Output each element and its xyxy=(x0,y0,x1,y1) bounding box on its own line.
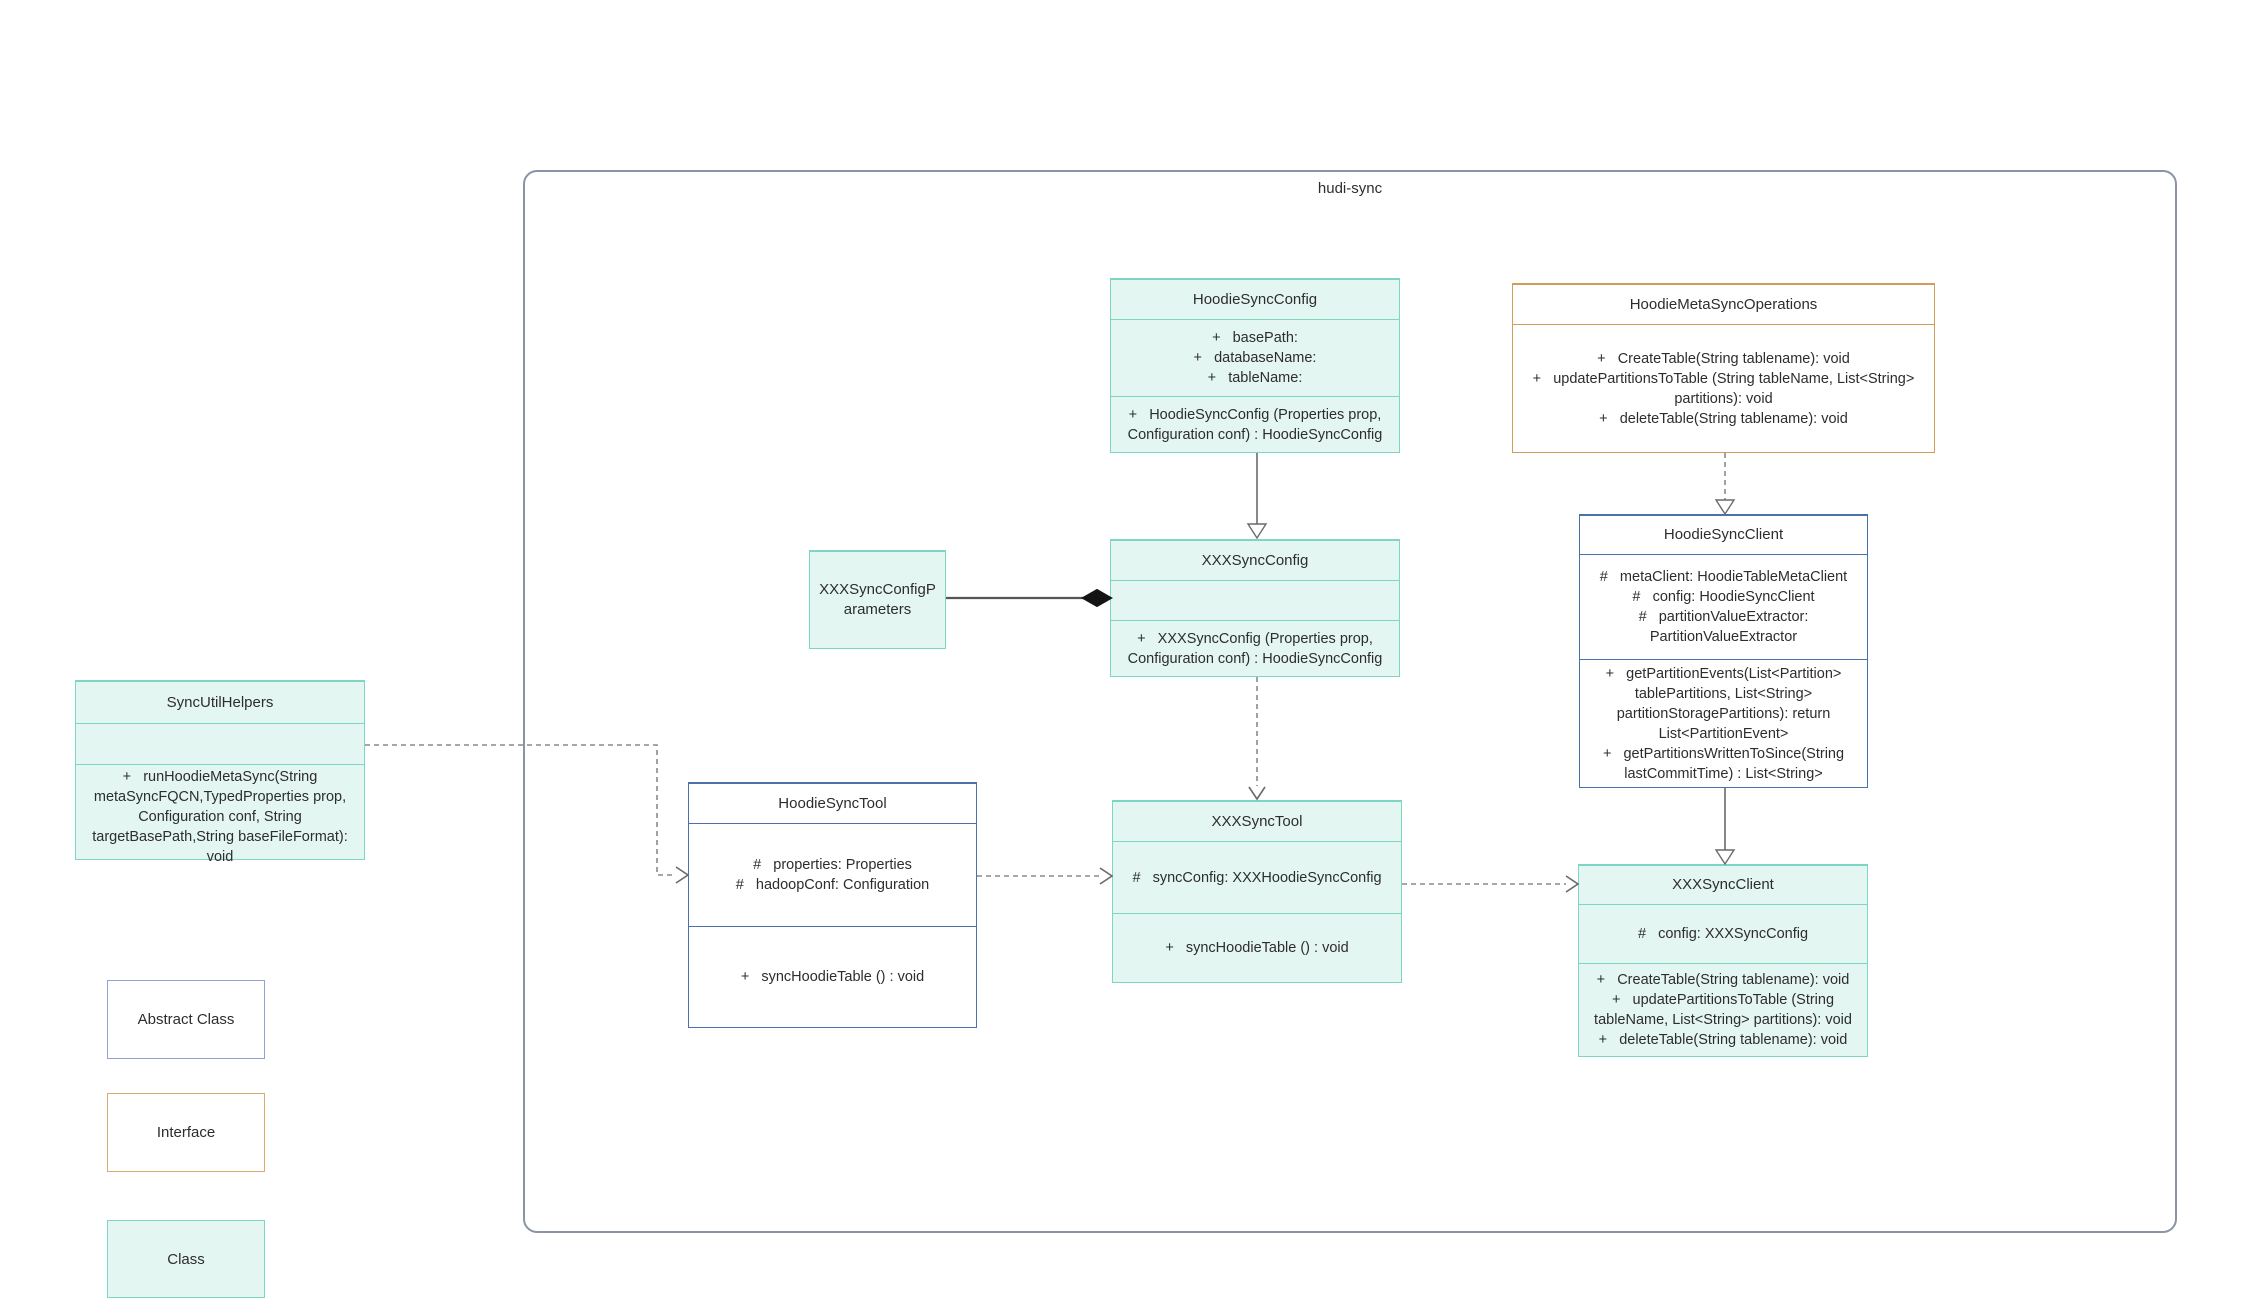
legend-interface[interactable]: Interface xyxy=(107,1093,265,1172)
attributes-section: # metaClient: HoodieTableMetaClient # co… xyxy=(1580,554,1867,659)
method-row: + CreateTable(String tablename): void xyxy=(1596,972,1850,988)
method-row: + updatePartitionsToTable (String tableN… xyxy=(1532,370,1915,407)
methods-section: + XXXSyncConfig (Properties prop, Config… xyxy=(1111,620,1399,676)
attribute-row: # config: HoodieSyncClient xyxy=(1632,589,1815,605)
interface-title: HoodieMetaSyncOperations xyxy=(1513,284,1934,324)
class-title: XXXSyncConfigParameters xyxy=(810,551,945,648)
method-row: + syncHoodieTable () : void xyxy=(740,969,925,985)
methods-section: + syncHoodieTable () : void xyxy=(689,926,976,1027)
methods-section: + HoodieSyncConfig (Properties prop, Con… xyxy=(1111,396,1399,452)
attribute-row: + tableName: xyxy=(1207,370,1303,386)
legend-abstract-class[interactable]: Abstract Class xyxy=(107,980,265,1059)
attribute-row: + basePath: xyxy=(1212,330,1298,346)
method-row: + updatePartitionsToTable (String tableN… xyxy=(1594,992,1852,1028)
package-hudi-sync: hudi-sync xyxy=(523,170,2177,1233)
attribute-row: # syncConfig: XXXHoodieSyncConfig xyxy=(1132,869,1382,886)
method-row: + runHoodieMetaSync(String metaSyncFQCN,… xyxy=(92,769,348,865)
class-box-xxxsynctool[interactable]: XXXSyncTool # syncConfig: XXXHoodieSyncC… xyxy=(1112,800,1402,983)
class-box-syncutilhelpers[interactable]: SyncUtilHelpers + runHoodieMetaSync(Stri… xyxy=(75,680,365,865)
method-row: + HoodieSyncConfig (Properties prop, Con… xyxy=(1127,406,1383,443)
class-title: XXXSyncTool xyxy=(1113,801,1401,841)
method-row: + deleteTable(String tablename): void xyxy=(1599,410,1848,427)
abstract-class-box-hoodiesynctool[interactable]: HoodieSyncTool # properties: Properties … xyxy=(688,782,977,1028)
attributes-section: # config: XXXSyncConfig xyxy=(1579,904,1867,963)
class-title: HoodieSyncConfig xyxy=(1111,279,1399,319)
attribute-row: # config: XXXSyncConfig xyxy=(1637,926,1809,942)
methods-section: + CreateTable(String tablename): void + … xyxy=(1579,963,1867,1056)
class-title: HoodieSyncTool xyxy=(689,783,976,823)
class-title: XXXSyncConfig xyxy=(1111,540,1399,580)
attributes-section xyxy=(76,723,364,764)
attributes-section: # properties: Properties # hadoopConf: C… xyxy=(689,823,976,926)
class-box-xxxsyncclient[interactable]: XXXSyncClient # config: XXXSyncConfig + … xyxy=(1578,864,1868,1057)
abstract-class-box-hoodiesyncclient[interactable]: HoodieSyncClient # metaClient: HoodieTab… xyxy=(1579,514,1868,788)
class-box-hoodiesyncconfig[interactable]: HoodieSyncConfig + basePath: + databaseN… xyxy=(1110,278,1400,453)
attribute-row: # metaClient: HoodieTableMetaClient xyxy=(1599,569,1848,585)
class-box-xxxsyncconfigparameters[interactable]: XXXSyncConfigParameters xyxy=(809,550,946,649)
attribute-row: # properties: Properties xyxy=(753,857,912,873)
class-title: SyncUtilHelpers xyxy=(76,681,364,723)
attribute-row: + databaseName: xyxy=(1193,350,1317,366)
method-row: + deleteTable(String tablename): void xyxy=(1598,1032,1848,1048)
legend-label: Interface xyxy=(156,1124,216,1141)
legend-label: Abstract Class xyxy=(137,1011,235,1028)
attributes-section: # syncConfig: XXXHoodieSyncConfig xyxy=(1113,841,1401,913)
class-title: XXXSyncClient xyxy=(1579,865,1867,904)
attribute-row: # hadoopConf: Configuration xyxy=(735,877,930,893)
legend-label: Class xyxy=(167,1250,205,1268)
methods-section: + syncHoodieTable () : void xyxy=(1113,913,1401,982)
method-row: + syncHoodieTable () : void xyxy=(1165,940,1349,956)
class-box-xxxsyncconfig[interactable]: XXXSyncConfig + XXXSyncConfig (Propertie… xyxy=(1110,539,1400,677)
method-row: + getPartitionEvents(List<Partition> tab… xyxy=(1605,665,1842,742)
methods-section: + getPartitionEvents(List<Partition> tab… xyxy=(1580,659,1867,787)
package-label: hudi-sync xyxy=(1317,180,1383,197)
method-row: + getPartitionsWrittenToSince(String las… xyxy=(1602,745,1845,782)
method-row: + XXXSyncConfig (Properties prop, Config… xyxy=(1127,630,1383,667)
attributes-section xyxy=(1111,580,1399,620)
interface-box-hoodiemetasyncoperations[interactable]: HoodieMetaSyncOperations + CreateTable(S… xyxy=(1512,283,1935,453)
legend-class[interactable]: Class xyxy=(107,1220,265,1298)
class-title: HoodieSyncClient xyxy=(1580,515,1867,554)
methods-section: + runHoodieMetaSync(String metaSyncFQCN,… xyxy=(76,764,364,869)
attributes-section: + basePath: + databaseName: + tableName: xyxy=(1111,319,1399,396)
methods-section: + CreateTable(String tablename): void + … xyxy=(1513,324,1934,452)
attribute-row: # partitionValueExtractor: PartitionValu… xyxy=(1638,609,1809,645)
method-row: + CreateTable(String tablename): void xyxy=(1597,350,1850,367)
